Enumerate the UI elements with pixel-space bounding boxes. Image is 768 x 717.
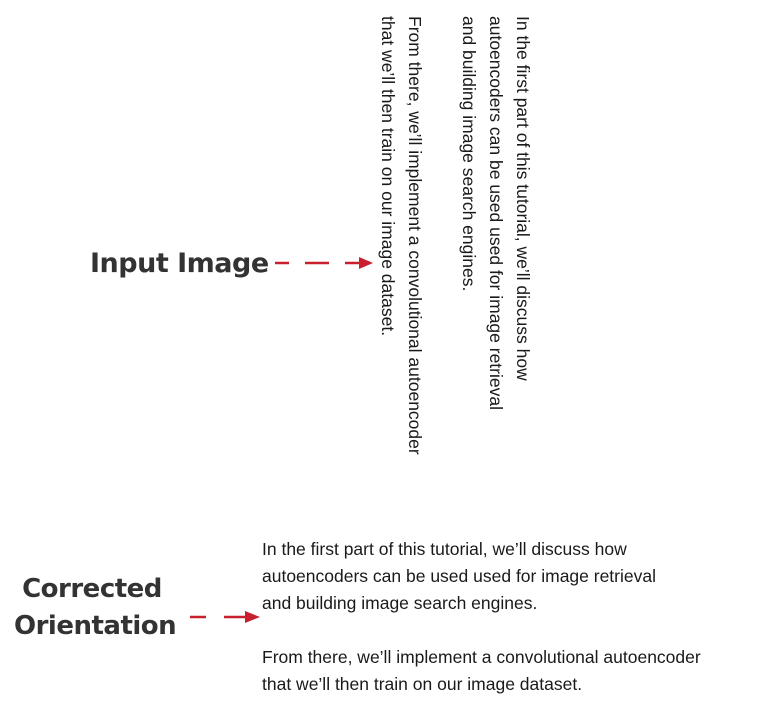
text-line: and building image search engines.: [262, 593, 538, 613]
corrected-paragraph-2: From there, we’ll implement a convolutio…: [262, 644, 762, 698]
input-image-label: Input Image: [90, 248, 269, 279]
rotated-input-document: In the first part of this tutorial, we’l…: [374, 16, 536, 516]
dashed-arrow-right-icon: [275, 257, 373, 269]
text-line: From there, we’ll implement a convolutio…: [405, 16, 425, 455]
text-line: In the first part of this tutorial, we’l…: [262, 539, 627, 559]
text-line: autoencoders can be used used for image …: [486, 16, 506, 410]
text-line: autoencoders can be used used for image …: [262, 566, 656, 586]
corrected-label-line-2: Orientation: [14, 611, 177, 641]
corrected-label-line-1: Corrected: [22, 574, 162, 604]
corrected-output-document: In the first part of this tutorial, we’l…: [262, 536, 762, 698]
text-line: From there, we’ll implement a convolutio…: [262, 647, 701, 667]
text-line: that we’ll then train on our image datas…: [378, 16, 398, 337]
rotated-paragraph-2: From there, we’ll implement a convolutio…: [374, 16, 428, 516]
dashed-arrow-right-icon: [190, 611, 260, 623]
text-line: In the first part of this tutorial, we’l…: [513, 16, 533, 381]
corrected-orientation-label: Corrected Orientation: [14, 571, 177, 645]
text-line: that we’ll then train on our image datas…: [262, 674, 583, 694]
paragraph-gap: [262, 617, 762, 644]
rotated-paragraph-1: In the first part of this tutorial, we’l…: [455, 16, 536, 516]
paragraph-gap: [428, 16, 455, 516]
corrected-paragraph-1: In the first part of this tutorial, we’l…: [262, 536, 762, 617]
text-line: and building image search engines.: [459, 16, 479, 292]
